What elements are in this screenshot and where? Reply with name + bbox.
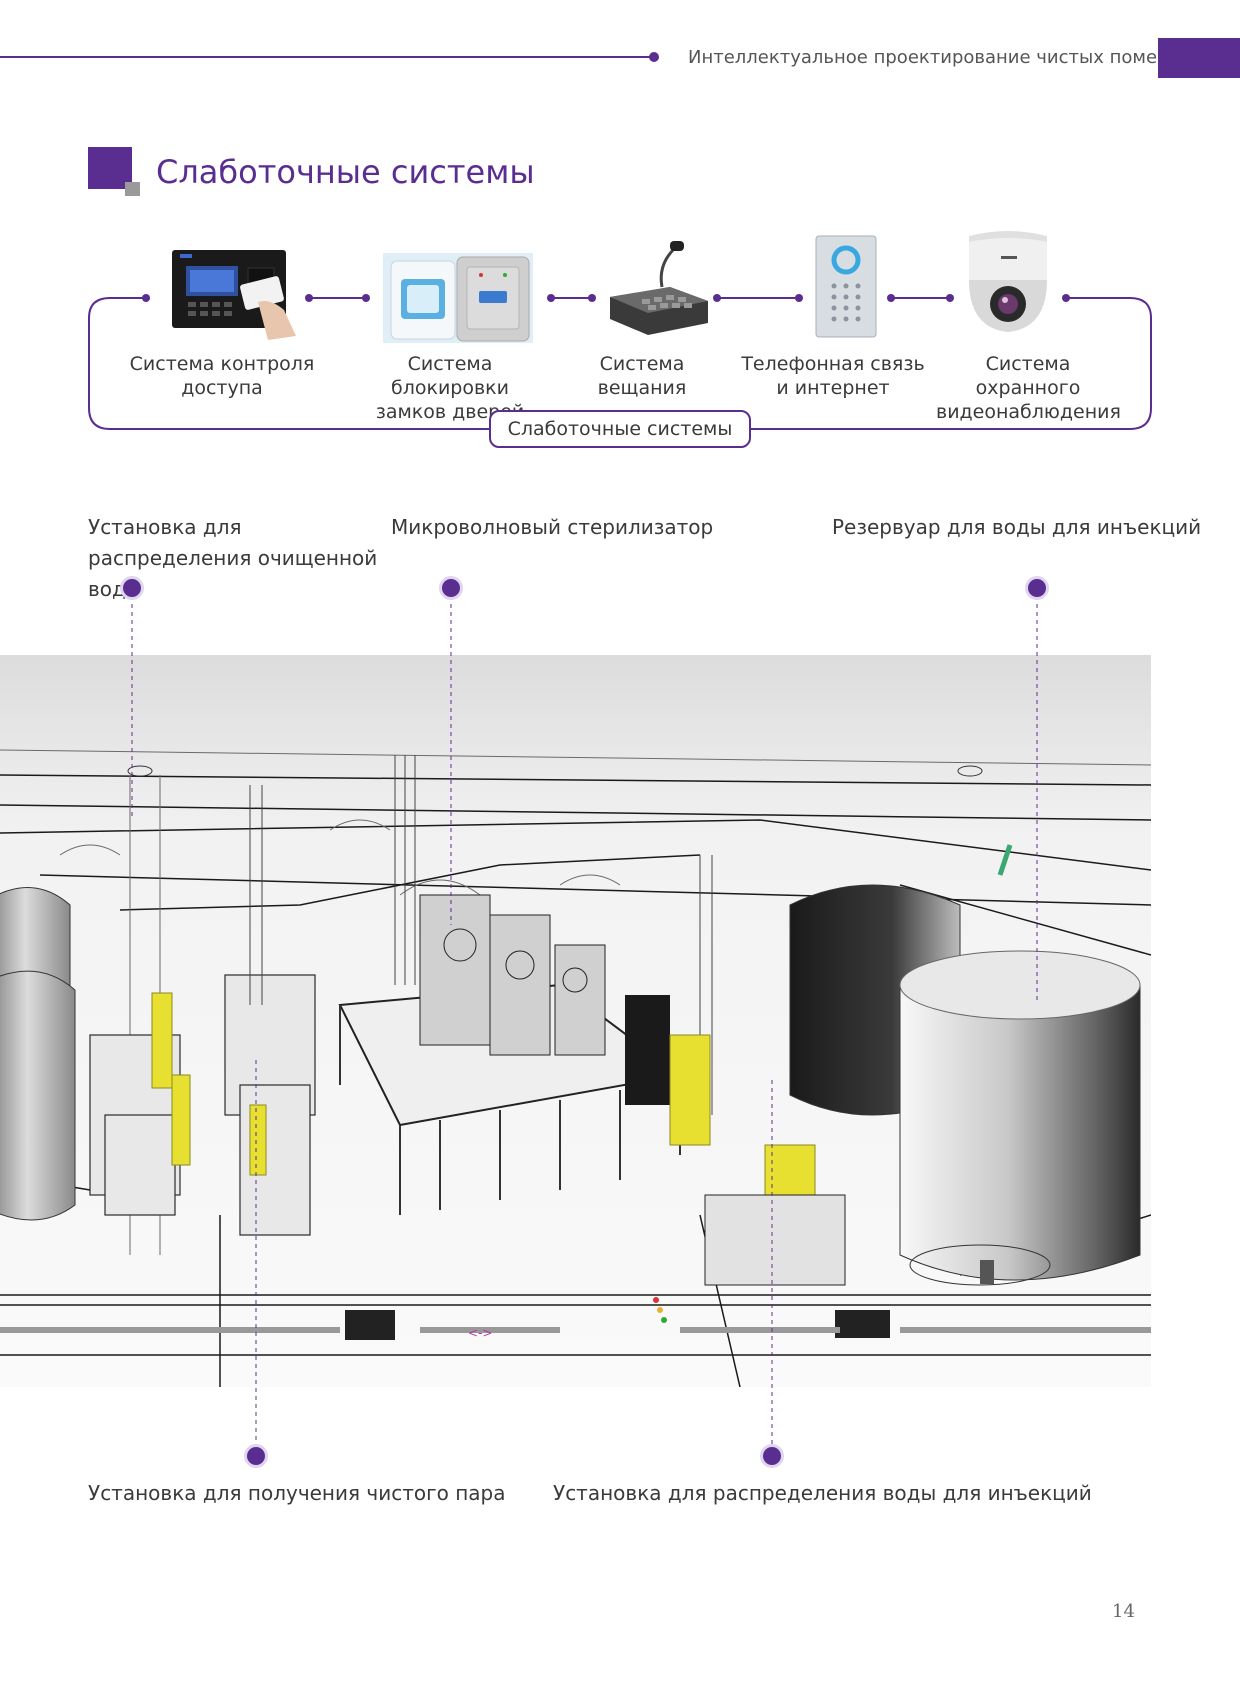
system-label-access-control: Система контроля доступа [129,353,315,399]
pin-purified-water-distribution [123,579,141,597]
header-rule-dot [649,52,659,62]
header-title: Интеллектуальное проектирование чистых п… [688,47,1221,68]
access-control-terminal-icon [172,250,296,340]
page-number: 14 [1112,1601,1135,1622]
systems-group-label: Слаботочные системы [489,410,751,448]
section-marker-square [88,147,132,189]
label-microwave-sterilizer: Микроволновый стерилизатор [391,515,714,539]
label-wfi-tank: Резервуар для воды для инъекций [832,515,1202,539]
header-rule [0,56,654,58]
label-purified-water-distribution: Установка для распределения очищенной во… [88,515,378,601]
pin-clean-steam-generator [247,1447,265,1465]
system-label-telephone-internet: Телефонная связь и интернет [741,353,925,399]
system-label-door-locks: Система блокировки замков дверей [375,353,525,423]
systems-frame [88,294,1152,430]
header-accent-block [1158,38,1240,78]
system-label-video-surveillance: Система охранного видеонаблюдения [936,353,1121,423]
svg-text:<->: <-> [468,1326,492,1340]
pin-wfi-distribution [763,1447,781,1465]
pin-microwave-sterilizer [442,579,460,597]
section-title: Слаботочные системы [156,153,535,191]
wall-telephone-panel-icon [815,235,877,338]
system-label-broadcast: Система вещания [597,353,687,399]
paging-microphone-icon [610,241,708,335]
pin-wfi-tank [1028,579,1046,597]
plant-3d-render: <-> [0,655,1151,1387]
door-lock-panel-icon [383,253,533,343]
dome-camera-icon [969,231,1047,332]
section-marker-small-square [125,182,140,196]
label-clean-steam-generator: Установка для получения чистого пара [88,1481,506,1505]
label-wfi-distribution: Установка для распределения воды для инъ… [553,1481,1092,1505]
